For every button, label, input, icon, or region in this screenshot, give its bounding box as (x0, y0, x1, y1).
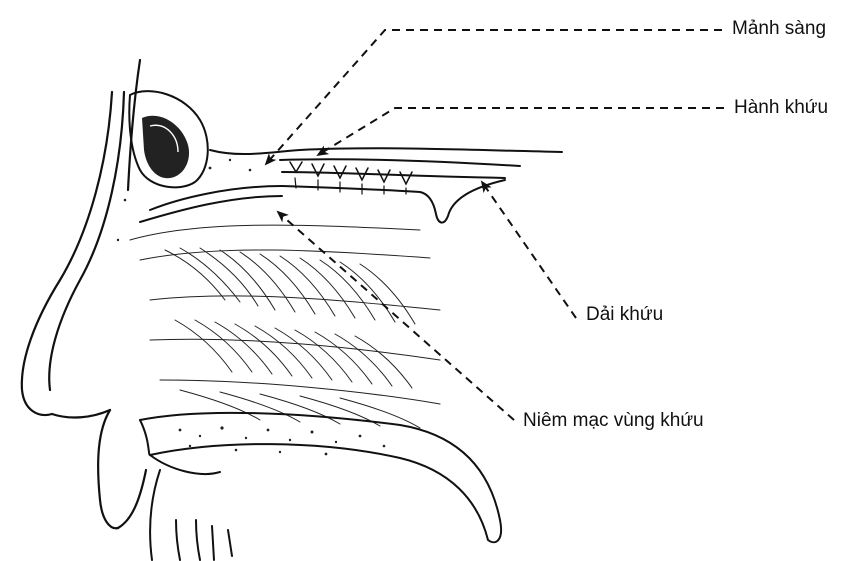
turbinate-shading (130, 225, 440, 428)
label-olfactory-mucosa: Niêm mạc vùng khứu (523, 411, 704, 430)
leader-line-olfactory-mucosa (278, 212, 514, 420)
leader-line-olfactory-tract (482, 182, 576, 318)
olfactory-bulb-and-tract (140, 148, 562, 222)
frontal-sinus (129, 91, 207, 187)
palate-speckles (117, 159, 386, 456)
palate-and-maxilla (140, 413, 501, 560)
nose-profile (22, 60, 146, 528)
label-olfactory-tract: Dải khứu (586, 305, 663, 324)
label-olfactory-bulb: Hành khứu (734, 98, 828, 117)
label-cribriform-plate: Mảnh sàng (732, 19, 826, 38)
